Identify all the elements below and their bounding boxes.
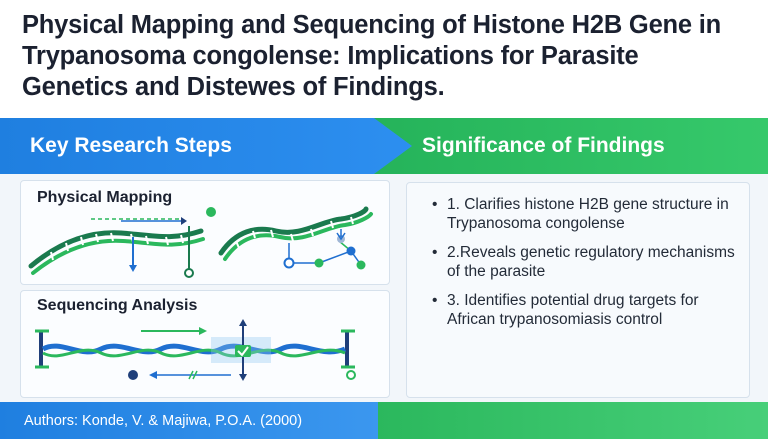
- findings-list: 1. Clarifies histone H2B gene structure …: [429, 195, 739, 339]
- footer-authors: Authors: Konde, V. & Majiwa, P.O.A. (200…: [0, 402, 378, 439]
- page-title: Physical Mapping and Sequencing of Histo…: [22, 11, 722, 101]
- key-research-steps-heading: Key Research Steps: [30, 134, 232, 157]
- mapping-arrows-icon: [91, 207, 216, 278]
- physical-mapping-illustration: [28, 206, 373, 278]
- finding-item: 2.Reveals genetic regulatory mechanisms …: [429, 243, 739, 281]
- finding-item: 1. Clarifies histone H2B gene structure …: [429, 195, 739, 233]
- dna-loop-icon: [218, 206, 373, 261]
- finding-item: 3. Identifies potential drug targets for…: [429, 291, 739, 329]
- physical-mapping-card: Physical Mapping: [20, 180, 390, 285]
- sequencing-analysis-card: Sequencing Analysis: [20, 290, 390, 398]
- sequence-wave-icon: [41, 337, 346, 363]
- sequencing-arrows-icon: [128, 319, 356, 381]
- sequencing-analysis-label: Sequencing Analysis: [37, 297, 198, 314]
- sequence-bracket-icon: [35, 329, 355, 369]
- key-research-steps-banner: Key Research Steps: [0, 118, 420, 174]
- title-area: Physical Mapping and Sequencing of Histo…: [0, 0, 768, 118]
- gene-network-icon: [283, 229, 366, 270]
- significance-banner: Significance of Findings: [374, 118, 768, 174]
- physical-mapping-label: Physical Mapping: [37, 189, 173, 206]
- authors-citation: Authors: Konde, V. & Majiwa, P.O.A. (200…: [24, 412, 303, 429]
- significance-card: 1. Clarifies histone H2B gene structure …: [406, 182, 750, 398]
- dna-strand-icon: [28, 228, 205, 275]
- significance-heading: Significance of Findings: [422, 134, 665, 157]
- sequencing-illustration: [35, 319, 356, 381]
- footer-green-band: [378, 402, 768, 439]
